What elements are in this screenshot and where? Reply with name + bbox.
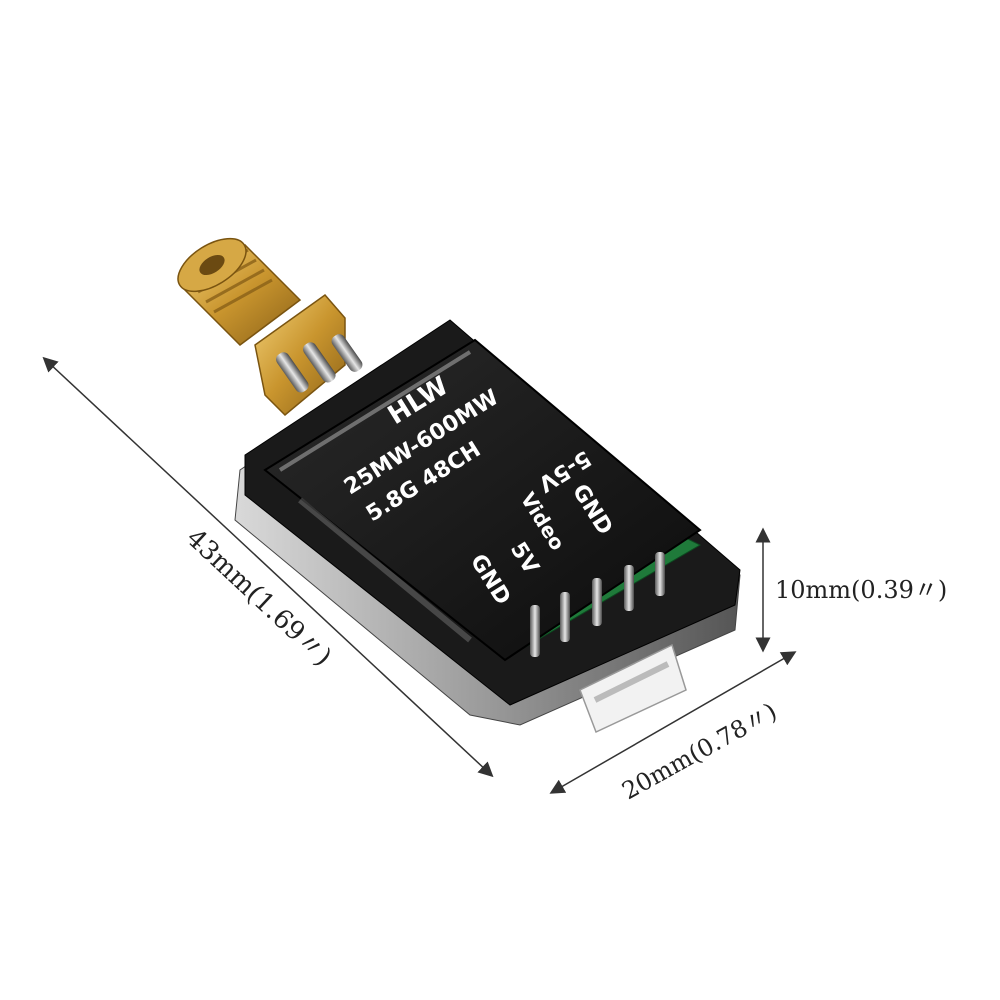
dimension-width-text: 20mm(0.78〃) [617,697,781,805]
sma-connector [177,237,363,417]
header-pins [530,552,665,657]
dimension-height-text: 10mm(0.39〃) [775,576,947,604]
dimension-height: 10mm(0.39〃) [755,527,947,653]
